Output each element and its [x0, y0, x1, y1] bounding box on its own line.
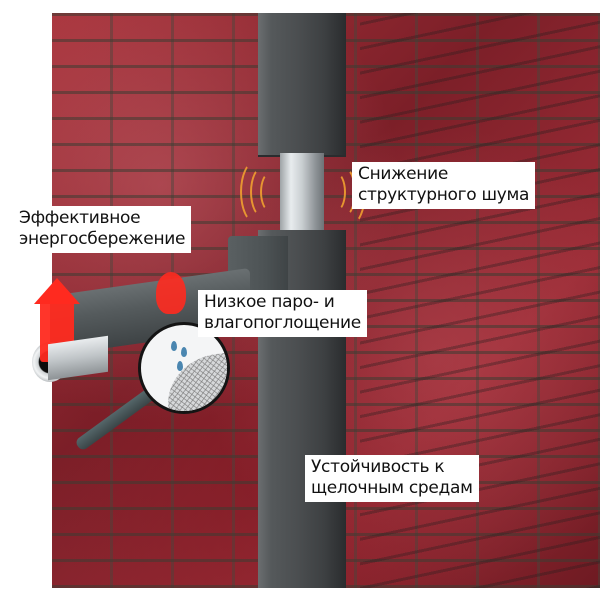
label-energy-line2: энергосбережение — [19, 229, 186, 249]
label-alkali-line2: щелочным средам — [311, 478, 473, 498]
water-drop-icon — [171, 341, 177, 351]
red-up-arrow-head-icon — [34, 278, 80, 304]
label-alkali-line1: Устойчивость к — [311, 457, 445, 477]
insulation-mesh — [161, 349, 227, 411]
red-heat-arrow-icon — [156, 272, 186, 314]
label-energy-line1: Эффективное — [19, 208, 141, 228]
label-vapor-absorption: Низкое паро- и влагопоглощение — [198, 290, 367, 337]
label-energy-saving: Эффективное энергосбережение — [13, 206, 192, 253]
vertical-pipe-insulation-upper — [258, 13, 346, 157]
water-drops-mesh-icon — [138, 322, 230, 414]
exposed-metal-pipe-section — [280, 153, 324, 231]
label-vapor-line1: Низкое паро- и — [204, 292, 335, 312]
label-vapor-line2: влагопоглощение — [204, 313, 361, 333]
label-noise-line2: структурного шума — [358, 185, 530, 205]
water-drop-icon — [181, 347, 187, 357]
label-alkali-resistance: Устойчивость к щелочным средам — [305, 455, 479, 502]
label-noise-reduction: Снижение структурного шума — [352, 162, 536, 209]
water-drop-icon — [177, 361, 183, 371]
label-noise-line1: Снижение — [358, 164, 449, 184]
